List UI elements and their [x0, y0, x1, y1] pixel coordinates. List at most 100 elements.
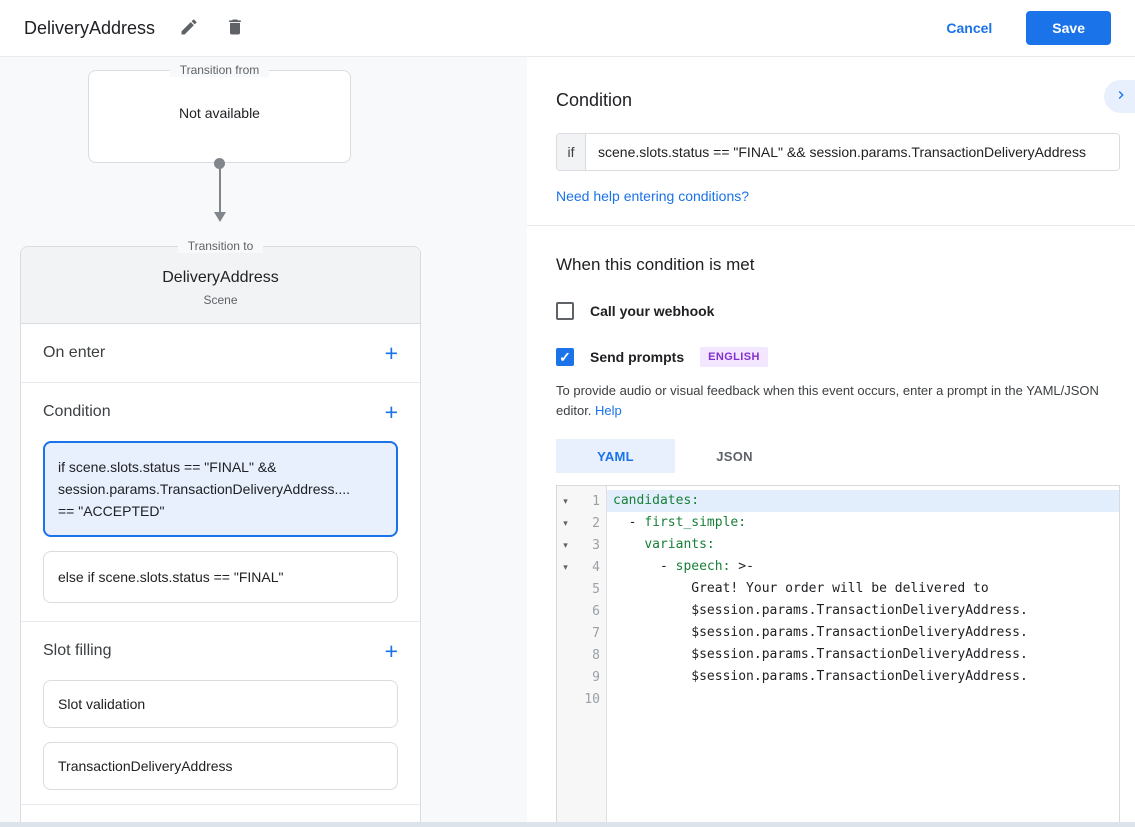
- add-slot-button[interactable]: +: [384, 637, 398, 664]
- code-line[interactable]: $session.params.TransactionDeliveryAddre…: [607, 600, 1119, 622]
- add-condition-button[interactable]: +: [384, 398, 398, 425]
- scene-name: DeliveryAddress: [162, 269, 279, 286]
- gutter-row: ▾2: [557, 512, 606, 534]
- line-number: 6: [592, 603, 600, 619]
- code-segment-plain: $session.params.TransactionDeliveryAddre…: [613, 669, 1028, 684]
- code-segment-key: speech:: [675, 559, 731, 574]
- code-segment-key: variants:: [644, 537, 715, 552]
- add-on-enter-button[interactable]: +: [384, 339, 398, 366]
- conditions-help-link[interactable]: Need help entering conditions?: [556, 188, 750, 204]
- connector-line: [218, 165, 221, 213]
- description-text: To provide audio or visual feedback when…: [556, 383, 1099, 418]
- send-prompts-checkbox[interactable]: ✓: [556, 348, 574, 366]
- gutter-row: 8: [557, 644, 606, 666]
- fold-arrow-icon[interactable]: ▾: [563, 561, 568, 572]
- code-segment-plain: >-: [730, 559, 754, 574]
- code-line[interactable]: variants:: [607, 534, 1119, 556]
- gutter-row: 9: [557, 666, 606, 688]
- fold-arrow-icon[interactable]: ▾: [563, 495, 568, 506]
- top-bar: DeliveryAddress Cancel Save: [0, 0, 1135, 57]
- code-segment-key: candidates:: [613, 493, 700, 508]
- code-line[interactable]: - speech: >-: [607, 556, 1119, 578]
- pencil-icon: [179, 17, 199, 40]
- code-line[interactable]: Great! Your order will be delivered to: [607, 578, 1119, 600]
- panel-title: Condition: [556, 90, 633, 110]
- gutter-row: 10: [557, 688, 606, 710]
- code-line[interactable]: $session.params.TransactionDeliveryAddre…: [607, 644, 1119, 666]
- scene-card-header: DeliveryAddress Scene: [21, 247, 420, 324]
- send-prompts-row: ✓ Send prompts ENGLISH: [556, 347, 1120, 367]
- line-number: 5: [592, 581, 600, 597]
- language-badge: ENGLISH: [700, 347, 768, 367]
- line-number: 3: [592, 537, 600, 553]
- scene-type: Scene: [203, 293, 238, 307]
- slot-filling-section: Slot filling + Slot validation Transacti…: [21, 622, 420, 805]
- condition-expression-input[interactable]: [586, 134, 1119, 170]
- code-segment-plain: [613, 537, 644, 552]
- line-number: 1: [592, 493, 600, 509]
- condition-detail-panel: Condition if Need help entering conditio…: [527, 57, 1135, 827]
- tab-yaml[interactable]: YAML: [556, 439, 675, 473]
- page-title: DeliveryAddress: [24, 17, 156, 38]
- transition-to-card: Transition to DeliveryAddress Scene On e…: [20, 239, 421, 827]
- code-segment-plain: Great! Your order will be delivered to: [613, 581, 989, 596]
- send-prompts-label: Send prompts: [590, 349, 685, 365]
- panel-divider: [527, 225, 1135, 226]
- on-enter-section: On enter +: [21, 324, 420, 383]
- code-line[interactable]: [607, 688, 1119, 710]
- delete-scene-button[interactable]: [223, 16, 247, 40]
- line-number: 10: [584, 691, 600, 707]
- code-line[interactable]: candidates:: [607, 490, 1119, 512]
- code-segment-key: first_simple:: [644, 515, 747, 530]
- slot-validation-card[interactable]: Slot validation: [43, 680, 398, 728]
- gutter-row: 7: [557, 622, 606, 644]
- condition-section-label: Condition: [43, 403, 111, 420]
- tab-json[interactable]: JSON: [675, 439, 794, 473]
- line-number: 2: [592, 515, 600, 531]
- if-prefix-chip: if: [557, 134, 586, 170]
- code-line[interactable]: $session.params.TransactionDeliveryAddre…: [607, 666, 1119, 688]
- chevron-right-icon: [1113, 87, 1129, 106]
- condition-section: Condition + if scene.slots.status == "FI…: [21, 383, 420, 622]
- edit-scene-button[interactable]: [177, 16, 201, 40]
- editor-tabs: YAML JSON: [556, 439, 1120, 473]
- collapse-panel-button[interactable]: [1104, 80, 1135, 113]
- code-line[interactable]: - first_simple:: [607, 512, 1119, 534]
- when-condition-met-title: When this condition is met: [556, 255, 755, 274]
- gutter-row: ▾3: [557, 534, 606, 556]
- on-enter-label: On enter: [43, 344, 106, 361]
- condition-line: session.params.TransactionDeliveryAddres…: [58, 481, 351, 497]
- transaction-delivery-address-card[interactable]: TransactionDeliveryAddress: [43, 742, 398, 790]
- call-webhook-label: Call your webhook: [590, 303, 715, 319]
- code-segment-plain: $session.params.TransactionDeliveryAddre…: [613, 647, 1028, 662]
- line-number: 8: [592, 647, 600, 663]
- checkmark-icon: ✓: [559, 349, 571, 365]
- condition-card-else[interactable]: else if scene.slots.status == "FINAL": [43, 551, 398, 603]
- cancel-button[interactable]: Cancel: [946, 20, 993, 36]
- fold-arrow-icon[interactable]: ▾: [563, 517, 568, 528]
- webhook-row: Call your webhook: [556, 302, 1120, 320]
- condition-card-selected[interactable]: if scene.slots.status == "FINAL" && sess…: [43, 441, 398, 537]
- transition-from-box: Transition from Not available: [88, 63, 351, 163]
- prompts-description: To provide audio or visual feedback when…: [556, 381, 1120, 421]
- condition-expression-row: if: [556, 133, 1120, 171]
- line-number: 9: [592, 669, 600, 685]
- editor-code[interactable]: candidates: - first_simple: variants: - …: [607, 486, 1119, 827]
- gutter-row: 5: [557, 578, 606, 600]
- scene-canvas: Transition from Not available Transition…: [0, 57, 527, 827]
- code-segment-plain: $session.params.TransactionDeliveryAddre…: [613, 625, 1028, 640]
- gutter-row: ▾1: [557, 490, 606, 512]
- condition-line: if scene.slots.status == "FINAL" &&: [58, 459, 277, 475]
- connector-dot: [214, 158, 225, 169]
- code-line[interactable]: $session.params.TransactionDeliveryAddre…: [607, 622, 1119, 644]
- line-number: 7: [592, 625, 600, 641]
- fold-arrow-icon[interactable]: ▾: [563, 539, 568, 550]
- call-webhook-checkbox[interactable]: [556, 302, 574, 320]
- save-button[interactable]: Save: [1026, 11, 1111, 45]
- line-number: 4: [592, 559, 600, 575]
- help-link[interactable]: Help: [595, 403, 622, 418]
- gutter-row: 6: [557, 600, 606, 622]
- code-segment-plain: -: [613, 559, 676, 574]
